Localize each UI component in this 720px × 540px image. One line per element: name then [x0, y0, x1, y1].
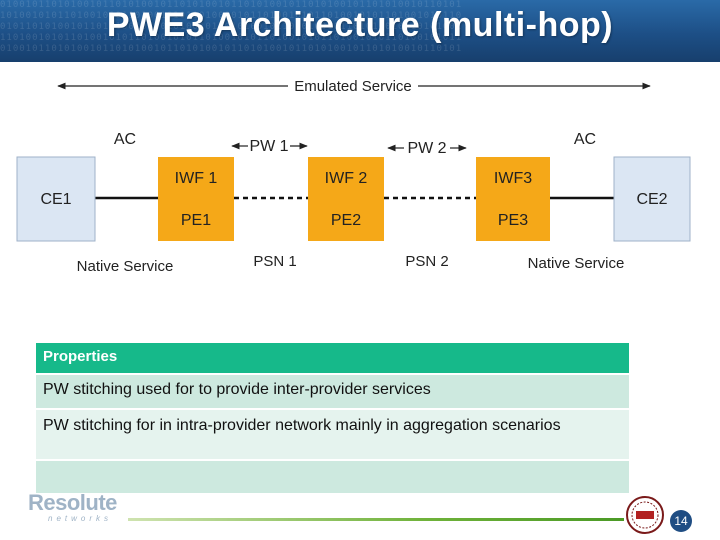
properties-header: Properties: [36, 343, 629, 375]
ce1-box: [16, 156, 96, 242]
properties-row-3: [36, 461, 629, 495]
logo-subtitle: networks: [48, 514, 113, 523]
psn1-label: PSN 1: [253, 253, 296, 270]
title-bar: 0100101101010010110101001011010100101101…: [0, 0, 720, 62]
pe2-node: [308, 157, 384, 241]
pe2-label: PE2: [331, 212, 361, 229]
emulated-service-label: Emulated Service: [294, 78, 412, 95]
properties-table: Properties PW stitching used for to prov…: [36, 343, 629, 495]
iwf2-label: IWF 2: [325, 170, 368, 187]
certification-seal-icon: [626, 496, 664, 534]
properties-row-2: PW stitching for in intra-provider netwo…: [36, 410, 629, 461]
iwf1-label: IWF 1: [175, 170, 218, 187]
footer-divider: [128, 518, 624, 521]
pwe3-diagram: Emulated Service AC AC PW 1 PW 2 CE1 CE2…: [16, 78, 691, 275]
pe1-label: PE1: [181, 212, 211, 229]
company-logo: Resolute networks: [28, 490, 133, 530]
page-title: PWE3 Architecture (multi-hop): [106, 6, 614, 44]
ce2-box: [613, 156, 691, 242]
native-service-right-label: Native Service: [528, 255, 625, 272]
ac-left-label: AC: [114, 131, 136, 148]
pw1-label: PW 1: [249, 138, 288, 155]
ac-right-label: AC: [574, 131, 596, 148]
ce2-label: CE2: [636, 191, 667, 208]
pw2-label: PW 2: [407, 140, 446, 157]
pe1-node: [158, 157, 234, 241]
logo-wordmark: Resolute: [28, 490, 117, 515]
psn2-label: PSN 2: [405, 253, 448, 270]
pe3-node: [476, 157, 550, 241]
iwf3-label: IWF3: [494, 170, 532, 187]
native-service-left-label: Native Service: [77, 258, 174, 275]
binary-background-pattern: 0100101101010010110101001011010100101101…: [0, 0, 463, 54]
properties-row-1: PW stitching used for to provide inter-p…: [36, 375, 629, 410]
ce1-label: CE1: [40, 191, 71, 208]
page-number-badge: 14: [670, 510, 692, 532]
pe3-label: PE3: [498, 212, 528, 229]
